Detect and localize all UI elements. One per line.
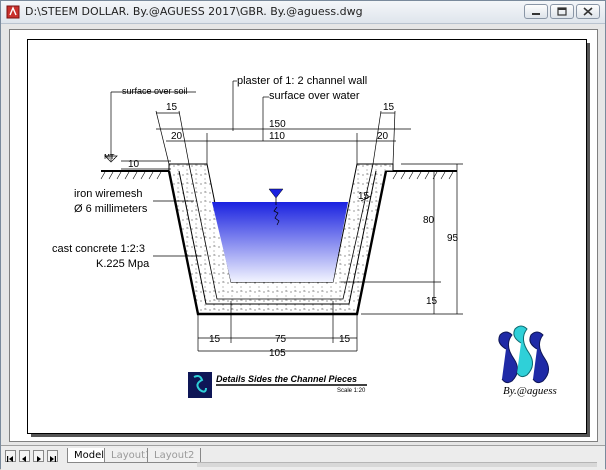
last-arrow-icon — [50, 456, 56, 462]
tab-layout2[interactable]: Layout2 — [147, 448, 202, 463]
last-tab-button[interactable] — [47, 450, 58, 462]
title-block: Details Sides the Channel Pieces Scale 1… — [188, 372, 367, 398]
channel-drawing: MT. 15 15 150 20 110 20 10 15 80 95 15 1… — [52, 75, 557, 398]
label-cast-concrete: cast concrete 1:2:3 — [52, 243, 145, 255]
dim-110: 110 — [269, 131, 285, 142]
close-icon — [583, 7, 593, 16]
dim-15-base: 15 — [426, 296, 438, 307]
soil-hatch-right — [392, 171, 454, 180]
dim-95: 95 — [447, 233, 459, 244]
dim-top-right-15: 15 — [383, 102, 395, 113]
water-level-icon — [268, 188, 284, 199]
steem-logo-icon — [498, 325, 549, 384]
elevation-marker: MT. — [104, 153, 118, 163]
plaster-line — [188, 163, 374, 300]
dim-bottom-15-left: 15 — [209, 334, 221, 345]
title-block-title: Details Sides the Channel Pieces — [216, 374, 357, 384]
dim-bottom-15-right: 15 — [339, 334, 351, 345]
first-tab-button[interactable] — [5, 450, 16, 462]
horizontal-scrollbar[interactable] — [197, 462, 597, 467]
iron-wiremesh-line — [178, 170, 377, 305]
dwg-file-icon — [6, 5, 20, 19]
title-block-scale: Scale 1:20 — [337, 388, 366, 394]
title-bar[interactable]: D:\STEEM DOLLAR. By.@AGUESS 2017\GBR. By… — [1, 1, 605, 24]
prev-tab-button[interactable] — [19, 450, 30, 462]
dim-15-wall: 15 — [358, 191, 370, 202]
label-surface-over-water: surface over water — [269, 90, 360, 102]
window-title: D:\STEEM DOLLAR. By.@AGUESS 2017\GBR. By… — [25, 5, 363, 18]
prev-arrow-icon — [22, 456, 26, 462]
restore-icon — [557, 7, 567, 16]
sheet-shadow — [586, 43, 590, 436]
label-iron-diameter: Ø 6 millimeters — [74, 203, 148, 215]
mt-label: MT. — [104, 153, 116, 161]
label-surface-over-soil: surface over soil — [122, 86, 188, 96]
dim-top-left-15: 15 — [166, 102, 178, 113]
dim-bottom-105: 105 — [269, 348, 286, 359]
minimize-icon — [532, 13, 540, 15]
label-concrete-grade: K.225 Mpa — [96, 258, 150, 270]
label-plaster: plaster of 1: 2 channel wall — [237, 75, 367, 87]
water-fill — [212, 202, 348, 282]
soil-hatch-left — [100, 171, 162, 180]
maximize-button[interactable] — [550, 4, 574, 19]
dim-10: 10 — [128, 159, 140, 170]
next-tab-button[interactable] — [33, 450, 44, 462]
dim-80: 80 — [423, 215, 435, 226]
channel-outer-edge — [167, 170, 388, 316]
dim-20-left: 20 — [171, 131, 183, 142]
dim-bottom-75: 75 — [275, 334, 287, 345]
first-arrow-icon — [7, 456, 13, 462]
dim-20-right: 20 — [377, 131, 389, 142]
top-dimensions — [110, 80, 463, 352]
next-arrow-icon — [37, 456, 41, 462]
label-iron-wiremesh: iron wiremesh — [74, 188, 142, 200]
layout-tabs-bar: Model Layout1 Layout2 — [1, 445, 605, 470]
sheet-shadow-bottom — [31, 433, 590, 437]
logo-signature: By.@aguess — [503, 385, 557, 397]
minimize-button[interactable] — [524, 4, 548, 19]
dim-150: 150 — [269, 119, 286, 130]
close-button[interactable] — [576, 4, 600, 19]
